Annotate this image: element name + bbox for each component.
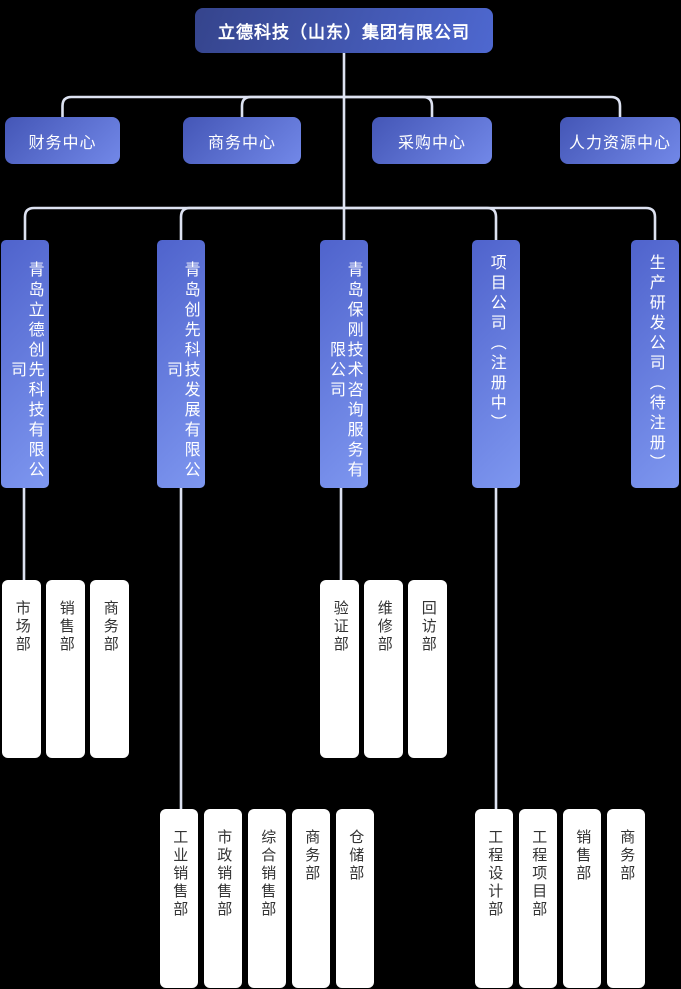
dept-node: 工业销售部 — [160, 809, 198, 988]
center-node-business: 商务中心 — [183, 117, 301, 164]
dept-node: 市场部 — [2, 580, 41, 758]
elbow-center-1 — [61, 95, 344, 117]
elbow-center-2 — [240, 95, 344, 117]
center-node-procurement: 采购中心 — [372, 117, 492, 164]
dept-node-label: 市政销售部 — [215, 829, 233, 919]
elbow-company-2 — [179, 206, 344, 240]
company-node-5: 生产研发公司（待注册） — [631, 240, 679, 488]
company-node-1: 青岛立德创先科技有限公司 — [1, 240, 49, 488]
company-node-label: 青岛保刚技术咨询服务有限公司 — [327, 261, 362, 481]
dept-node-label: 销售部 — [57, 600, 75, 654]
dept-node: 销售部 — [46, 580, 85, 758]
dept-node: 综合销售部 — [248, 809, 286, 988]
elbow-company-4 — [344, 206, 498, 240]
dept-node-label: 工程项目部 — [530, 829, 548, 919]
elbow-company-5 — [344, 206, 657, 240]
elbow-center-4 — [344, 95, 622, 117]
dept-node: 商务部 — [607, 809, 645, 988]
dept-node: 仓储部 — [336, 809, 374, 988]
company-node-label: 生产研发公司（待注册） — [646, 254, 664, 474]
center-node-hr: 人力资源中心 — [560, 117, 680, 164]
dept-node: 维修部 — [364, 580, 403, 758]
dept-node-label: 销售部 — [574, 829, 592, 883]
elbow-center-3 — [344, 95, 434, 117]
dept-node: 商务部 — [90, 580, 129, 758]
dept-node-label: 商务部 — [101, 600, 119, 654]
dept-node-label: 仓储部 — [347, 829, 365, 883]
dept-node: 市政销售部 — [204, 809, 242, 988]
dept-node: 回访部 — [408, 580, 447, 758]
company-node-2: 青岛创先科技发展有限公司 — [157, 240, 205, 488]
company-node-label: 青岛创先科技发展有限公司 — [164, 261, 199, 481]
dept-node: 工程设计部 — [475, 809, 513, 988]
dept-node: 商务部 — [292, 809, 330, 988]
dept-node-label: 商务部 — [303, 829, 321, 883]
dept-node-label: 工程设计部 — [486, 829, 504, 919]
company-node-3: 青岛保刚技术咨询服务有限公司 — [320, 240, 368, 488]
dept-node: 销售部 — [563, 809, 601, 988]
dept-node-label: 验证部 — [331, 600, 349, 654]
center-node-finance: 财务中心 — [5, 117, 120, 164]
dept-node-label: 工业销售部 — [171, 829, 189, 919]
company-node-label: 青岛立德创先科技有限公司 — [8, 261, 43, 481]
root-company-node: 立德科技（山东）集团有限公司 — [195, 8, 493, 53]
elbow-company-1 — [23, 206, 344, 240]
dept-node: 验证部 — [320, 580, 359, 758]
dept-node-label: 维修部 — [375, 600, 393, 654]
dept-node-label: 回访部 — [419, 600, 437, 654]
dept-node-label: 市场部 — [13, 600, 31, 654]
company-node-label: 项目公司（注册中） — [487, 254, 505, 434]
company-node-4: 项目公司（注册中） — [472, 240, 520, 488]
dept-node: 工程项目部 — [519, 809, 557, 988]
dept-node-label: 综合销售部 — [259, 829, 277, 919]
dept-node-label: 商务部 — [618, 829, 636, 883]
